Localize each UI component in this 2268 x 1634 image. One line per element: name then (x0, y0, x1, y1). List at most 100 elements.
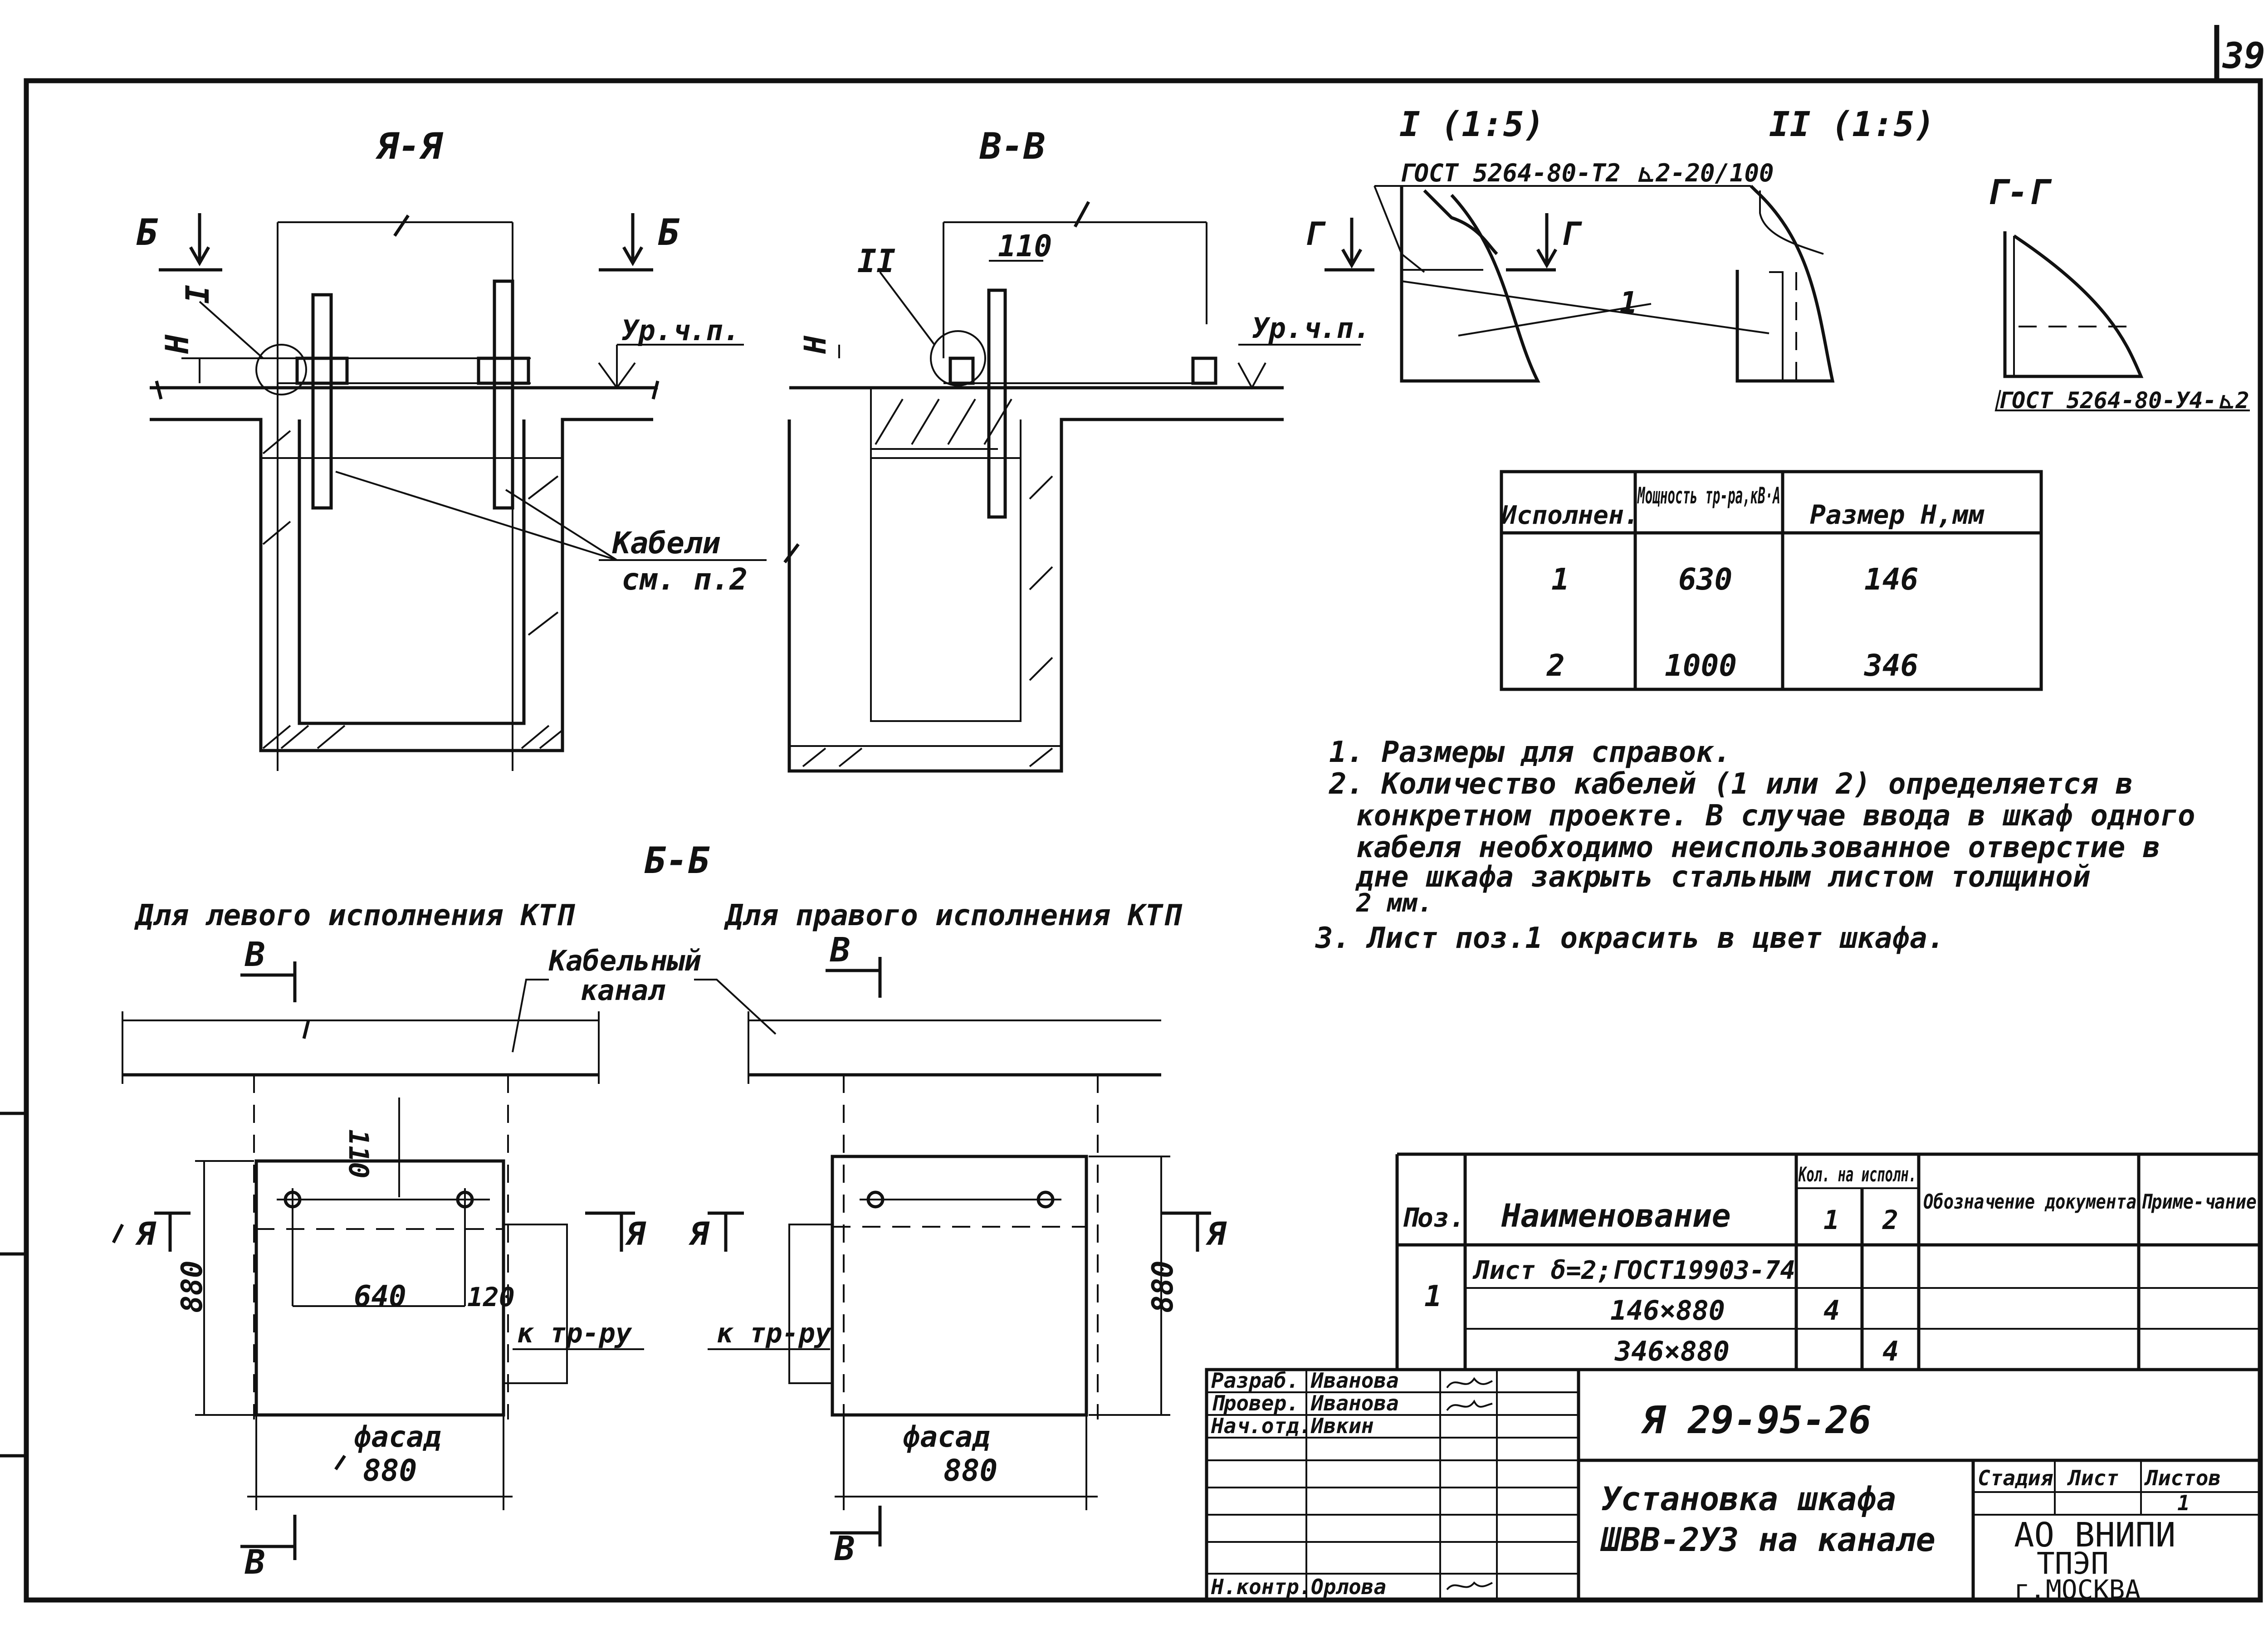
role-norm-control: Н.контр. (1211, 1575, 1312, 1599)
to-transformer-right: к тр-ру (717, 1317, 832, 1349)
org-line-3: г.МОСКВА (2014, 1574, 2141, 1605)
cut-mark-v-3: В (830, 931, 850, 970)
sheet-frame (0, 25, 2263, 1603)
note-3: 3. Лист поз.1 окрасить в цвет шкафа. (1315, 922, 1945, 955)
dim-640: 640 (354, 1280, 406, 1313)
spec-row-3-q2: 4 (1882, 1336, 1899, 1367)
spec-header-pos: Поз. (1402, 1202, 1465, 1233)
cut-mark-g-left: Г (1304, 215, 1326, 253)
section-v-v: В-В II Н 110 Ур.ч.п. (783, 125, 1370, 773)
cut-mark-a-2: Я (625, 1215, 646, 1253)
plan-caption-left: Для левого исполнения КТП (134, 899, 576, 932)
section-a-a-title: Я-Я (375, 125, 443, 167)
exec-row-1-size: 146 (1864, 562, 1918, 597)
exec-row-2-variant: 2 (1546, 648, 1565, 683)
cut-mark-b-right: Б (658, 211, 680, 254)
detail-1-title: I (1:5) (1399, 104, 1545, 144)
note-2-line-5: 2 мм. (1356, 888, 1433, 918)
cables-label-1: Кабели (612, 526, 720, 561)
exec-header-power: Мощность тр-ра,кВ·А (1637, 483, 1780, 509)
sheets-value: 1 (2177, 1491, 2190, 1515)
name-checker: Иванова (1310, 1391, 1399, 1415)
sheet-number: 39 (2222, 36, 2265, 77)
plan-b-b: Б-Б Для левого исполнения КТП Для правог… (112, 839, 1227, 1582)
spec-row-1-name: Лист δ=2;ГОСТ19903-74 (1472, 1256, 1795, 1285)
exec-row-2-size: 346 (1864, 648, 1918, 683)
note-2-line-2: конкретном проекте. В случае ввода в шка… (1356, 799, 2195, 833)
cut-mark-a-3: Я (688, 1215, 710, 1253)
drawing-code: Я 29-95-26 (1641, 1398, 1872, 1442)
stage-label: Стадия (1978, 1466, 2053, 1490)
detail-2-title: II (1:5) (1769, 104, 1935, 144)
spec-header-qty: Кол. на исполн. (1798, 1163, 1916, 1186)
section-a-a: Я-Я Н I Б Б (136, 125, 767, 771)
drawing-title-line-1: Установка шкафа (1601, 1480, 1896, 1518)
plan-title: Б-Б (644, 839, 710, 882)
signatures (1446, 1377, 1493, 1590)
spec-row-2-name: 146×880 (1610, 1295, 1725, 1327)
title-block: Разраб. Провер. Нач.отд. Н.контр. Иванов… (1205, 1368, 2262, 1605)
role-developer: Разраб. (1211, 1368, 1299, 1393)
spec-header-doc: Обозначение документа (1923, 1190, 2136, 1214)
spec-table: Поз. Наименование Кол. на исполн. 1 2 Об… (1395, 1152, 2260, 1371)
dim-880-left: 880 (363, 1453, 417, 1488)
detail-mark-2: II (857, 243, 895, 280)
gost-weld-top: ГОСТ 5264-80-Т2 ⊾2-20/100 (1399, 159, 1774, 187)
facade-left: фасад (354, 1420, 441, 1454)
spec-row-1-pos: 1 (1424, 1280, 1442, 1313)
floor-level-label-a: Ур.ч.п. (621, 314, 740, 347)
cut-mark-a-4: Я (1205, 1215, 1227, 1253)
spec-row-2-q1: 4 (1823, 1295, 1840, 1327)
dim-880-left-vertical: 880 (176, 1260, 209, 1313)
detail-views: I (1:5) II (1:5) ГОСТ 5264-80-Т2 ⊾2-20/1… (1304, 104, 2250, 414)
exec-header-variant: Исполнен. (1501, 501, 1639, 530)
drawing-title-line-2: ШВВ-2У3 на канале (1600, 1521, 1936, 1559)
h-dimension-mid: Н (798, 336, 833, 354)
spec-row-3-name: 346×880 (1614, 1336, 1730, 1367)
cut-mark-g-right: Г (1560, 215, 1582, 253)
note-2-line-3: кабеля необходимо неиспользованное отвер… (1356, 831, 2160, 864)
spec-header-name: Наименование (1501, 1197, 1731, 1234)
note-2-line-1: 2. Количество кабелей (1 или 2) определя… (1329, 767, 2133, 801)
floor-level-label-v: Ур.ч.п. (1252, 312, 1370, 345)
cable-channel-label-2: канал (581, 974, 665, 1007)
detail-mark-1: I (179, 285, 216, 304)
gost-weld-side: ГОСТ 5264-80-У4-⊾2 (1998, 387, 2249, 414)
exec-row-1-power: 630 (1678, 562, 1732, 597)
name-developer: Иванова (1310, 1368, 1399, 1393)
item-1-marker: 1 (1619, 285, 1637, 320)
notes: 1. Размеры для справок. 2. Количество ка… (1315, 736, 2195, 955)
cut-mark-v-1: В (244, 935, 265, 974)
dim-120: 120 (467, 1282, 515, 1312)
section-v-v-title: В-В (979, 125, 1046, 167)
cable-channel-label-1: Кабельный (548, 944, 701, 977)
org-line-1: АО ВНИПИ (2014, 1516, 2175, 1555)
spec-header-note: Приме-чание (2141, 1190, 2257, 1214)
plan-caption-right: Для правого исполнения КТП (723, 899, 1183, 932)
dim-880-right-vertical: 880 (1146, 1260, 1180, 1313)
execution-table: Исполнен. Мощность тр-ра,кВ·А Размер Н,м… (1500, 470, 2043, 691)
dim-110-section: 110 (998, 229, 1052, 263)
spec-header-qty-1: 1 (1823, 1205, 1839, 1235)
cut-mark-v-4: В (834, 1529, 855, 1568)
to-transformer-left: к тр-ру (517, 1317, 632, 1349)
spec-header-qty-2: 2 (1882, 1205, 1898, 1235)
cut-mark-b-left: Б (136, 211, 158, 254)
cut-mark-v-2: В (244, 1543, 265, 1582)
sheets-label: Листов (2144, 1466, 2221, 1490)
name-norm-control: Орлова (1311, 1575, 1386, 1599)
role-head: Нач.отд. (1211, 1414, 1312, 1438)
org-line-2: ТПЭП (2037, 1546, 2109, 1581)
dim-880-right: 880 (943, 1453, 997, 1488)
section-g-g-title: Г-Г (1987, 172, 2053, 212)
name-head: Ивкин (1310, 1414, 1374, 1438)
note-1: 1. Размеры для справок. (1329, 736, 1731, 769)
dim-110-plan: 110 (342, 1129, 374, 1178)
cut-mark-a-1: Я (135, 1215, 156, 1253)
exec-row-2-power: 1000 (1665, 648, 1737, 683)
exec-header-size: Размер Н,мм (1810, 499, 1984, 530)
exec-row-1-variant: 1 (1551, 562, 1569, 597)
sheet-label: Лист (2067, 1466, 2119, 1490)
h-dimension-left: Н (159, 334, 196, 354)
